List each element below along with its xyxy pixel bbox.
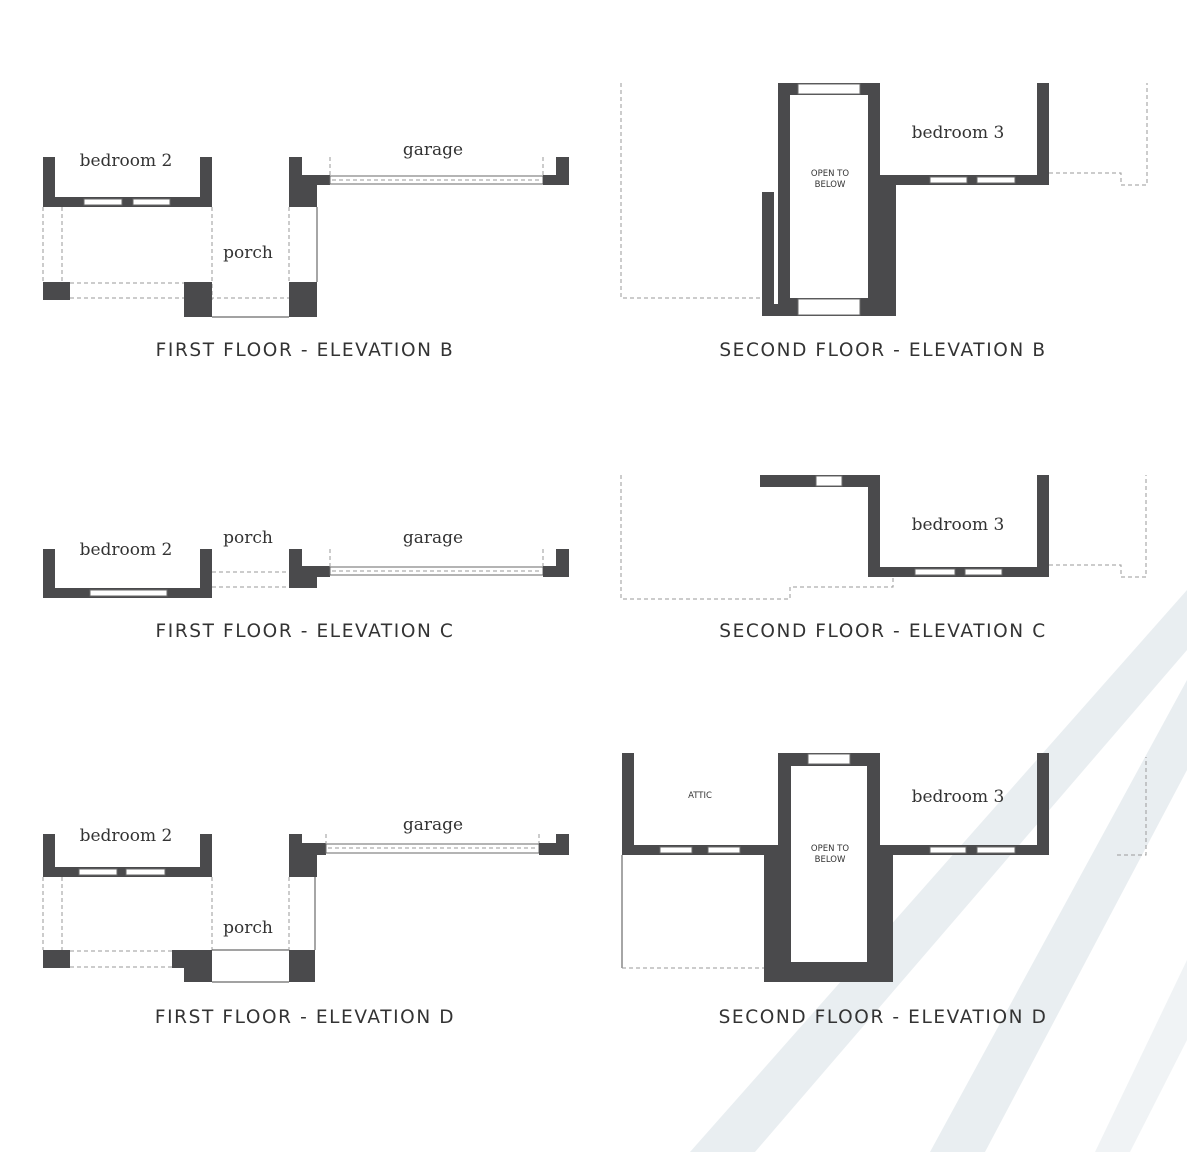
plan-second-floor-b: bedroom 3 OPEN TO BELOW SECOND FLOOR - E… (620, 83, 1148, 361)
room-label-bedroom: bedroom 3 (912, 123, 1005, 143)
plan-first-floor-b: bedroom 2 porch garage FIRST FLOOR - ELE… (42, 140, 569, 361)
plan-title: SECOND FLOOR - ELEVATION D (719, 1007, 1048, 1028)
room-label-bedroom: bedroom 2 (80, 826, 173, 846)
plan-title: FIRST FLOOR - ELEVATION C (156, 621, 455, 642)
room-label-garage: garage (403, 140, 463, 160)
open-to-below-label-line2: BELOW (815, 180, 846, 190)
room-label-bedroom: bedroom 3 (912, 787, 1005, 807)
room-label-bedroom: bedroom 2 (80, 540, 173, 560)
plan-title: FIRST FLOOR - ELEVATION B (156, 340, 455, 361)
plan-first-floor-c: bedroom 2 porch garage FIRST FLOOR - ELE… (43, 528, 569, 642)
room-label-porch: porch (223, 243, 273, 263)
plan-title: FIRST FLOOR - ELEVATION D (155, 1007, 455, 1028)
room-label-porch: porch (223, 918, 273, 938)
plan-first-floor-d: bedroom 2 porch garage FIRST FLOOR - ELE… (42, 815, 569, 1028)
open-to-below-label-line1: OPEN TO (811, 844, 849, 854)
room-label-bedroom: bedroom 3 (912, 515, 1005, 535)
plan-second-floor-d: ATTIC bedroom 3 OPEN TO BELOW SECOND FLO… (621, 753, 1147, 1028)
decorative-stripes (690, 590, 1187, 1152)
room-label-bedroom: bedroom 2 (80, 151, 173, 171)
plan-second-floor-c: bedroom 3 SECOND FLOOR - ELEVATION C (620, 475, 1147, 642)
open-to-below-label-line1: OPEN TO (811, 169, 849, 179)
room-label-garage: garage (403, 528, 463, 548)
plan-title: SECOND FLOOR - ELEVATION B (719, 340, 1046, 361)
open-to-below-label-line2: BELOW (815, 855, 846, 865)
plan-title: SECOND FLOOR - ELEVATION C (719, 621, 1047, 642)
room-label-porch: porch (223, 528, 273, 548)
room-label-attic: ATTIC (688, 791, 712, 801)
room-label-garage: garage (403, 815, 463, 835)
